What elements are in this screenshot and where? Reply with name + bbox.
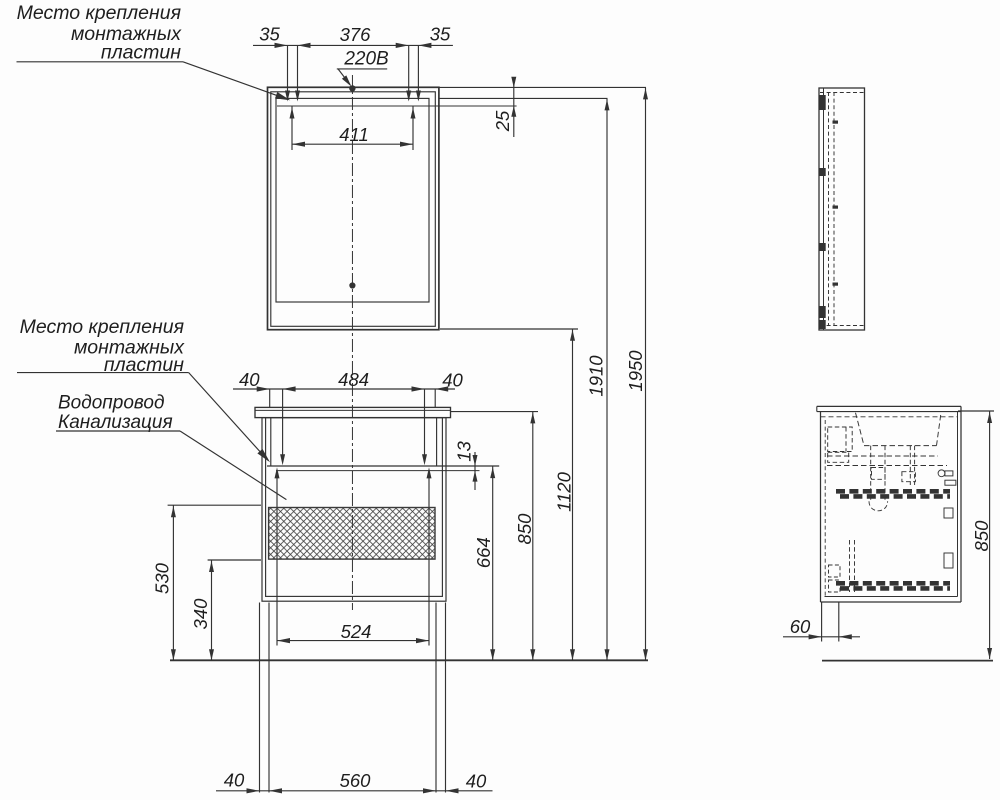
svg-text:35: 35 — [259, 24, 280, 45]
svg-text:1910: 1910 — [586, 355, 607, 397]
svg-text:Водопровод: Водопровод — [58, 393, 164, 414]
svg-text:220В: 220В — [343, 48, 389, 69]
svg-text:376: 376 — [340, 24, 372, 45]
svg-text:340: 340 — [190, 598, 211, 630]
svg-text:1950: 1950 — [625, 350, 646, 392]
svg-text:850: 850 — [514, 513, 535, 545]
svg-text:монтажных: монтажных — [71, 23, 182, 45]
svg-text:60: 60 — [790, 616, 811, 637]
svg-text:Место крепления: Место крепления — [20, 316, 185, 338]
svg-text:40: 40 — [442, 369, 463, 390]
svg-text:850: 850 — [971, 520, 992, 552]
svg-text:Место крепления: Место крепления — [17, 2, 182, 24]
svg-text:40: 40 — [466, 770, 487, 791]
svg-text:1120: 1120 — [553, 471, 574, 511]
svg-text:пластин: пластин — [101, 42, 181, 64]
svg-text:411: 411 — [339, 124, 369, 145]
svg-text:13: 13 — [453, 441, 474, 462]
svg-text:пластин: пластин — [104, 354, 184, 376]
svg-text:35: 35 — [430, 23, 451, 44]
svg-text:Канализация: Канализация — [58, 412, 173, 433]
svg-text:524: 524 — [341, 621, 372, 642]
svg-text:40: 40 — [224, 770, 245, 791]
svg-text:664: 664 — [473, 537, 494, 568]
svg-text:25: 25 — [492, 110, 513, 132]
svg-text:монтажных: монтажных — [74, 337, 185, 359]
svg-text:484: 484 — [338, 369, 369, 390]
svg-text:40: 40 — [239, 369, 260, 390]
svg-text:530: 530 — [151, 562, 172, 594]
svg-text:560: 560 — [340, 770, 372, 791]
